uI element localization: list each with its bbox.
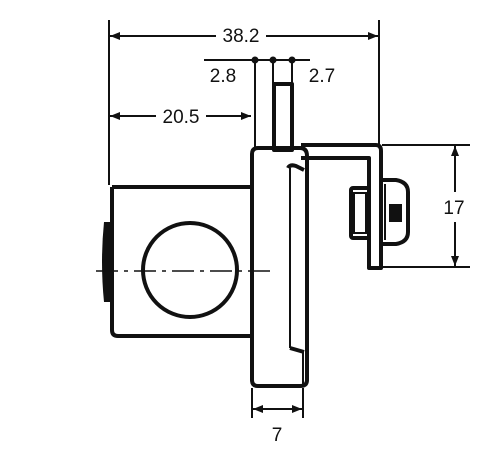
label-left-offset: 2.8 xyxy=(210,66,236,87)
round-hole xyxy=(141,221,239,319)
dimension-right-height: 17 xyxy=(382,144,474,268)
mounting-plate xyxy=(250,146,309,388)
shaft xyxy=(272,82,294,152)
dimension-bottom-depth: 7 xyxy=(251,388,304,446)
bracket xyxy=(301,143,383,270)
dimension-offsets: 2.8 2.7 xyxy=(204,56,335,148)
dimension-center-to-slot: 20.5 xyxy=(110,104,251,128)
label-right-offset: 2.7 xyxy=(309,66,335,87)
label-right-height: 17 xyxy=(443,198,464,219)
screw-nut xyxy=(349,178,410,246)
label-center-to-slot: 20.5 xyxy=(163,107,200,128)
housing-body xyxy=(96,185,270,338)
dimension-overall-width: 38.2 xyxy=(108,20,380,185)
end-cap xyxy=(102,222,112,302)
label-overall-width: 38.2 xyxy=(223,26,260,47)
label-bottom-depth: 7 xyxy=(272,425,283,446)
